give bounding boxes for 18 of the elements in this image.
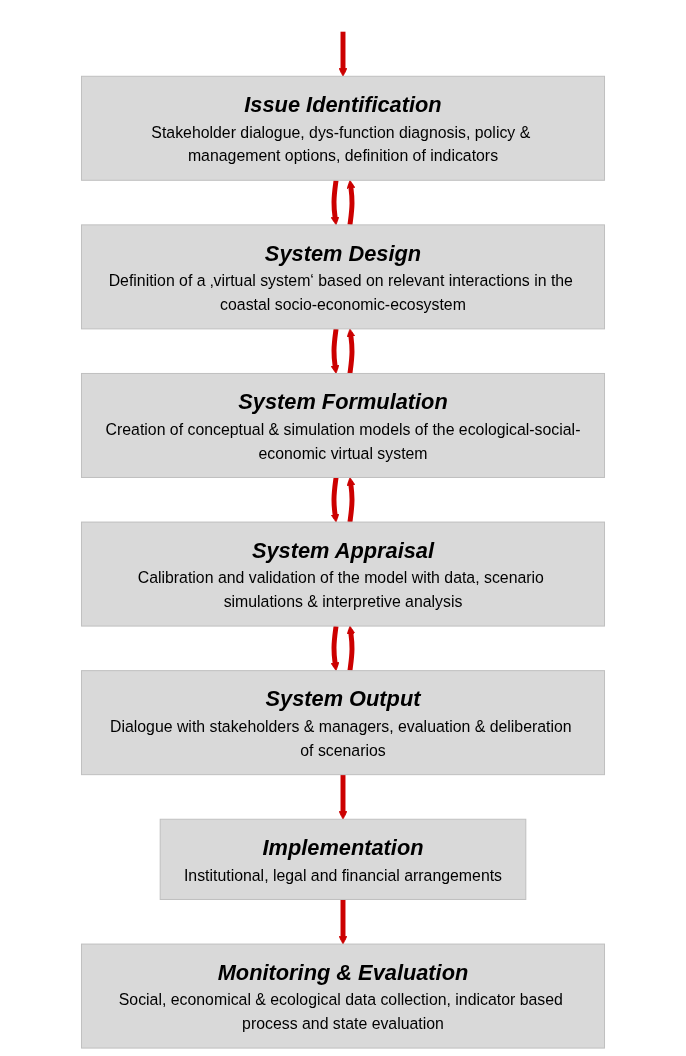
arrow (346, 625, 356, 671)
node-box: Implementation Institutional, legal and financial arrangements (159, 818, 527, 900)
arrow (330, 625, 340, 672)
node-box: Issue Identification Stakeholder dialogue, dys-function diagnosis, policy & management options, definition of indicators (81, 75, 605, 181)
arrow (338, 774, 348, 820)
node-box: System Design Definition of a ‚virtual system‘ based on relevant interactions in the coastal socio-economic-ecosystem (81, 224, 605, 330)
arrow (346, 179, 356, 226)
node-box: System Output Dialogue with stakeholders & managers, evaluation & deliberation of scenarios (81, 670, 605, 776)
arrow (330, 179, 340, 226)
arrow (330, 477, 340, 523)
arrow (346, 477, 356, 523)
node-box: System Formulation Creation of conceptual & simulation models of the ecological-social-economic virtual system (81, 372, 605, 478)
arrow (346, 328, 356, 374)
node-box: System Appraisal Calibration and validation of the model with data, scenario simulations & interpretive analysis (81, 521, 605, 627)
arrow (338, 31, 348, 77)
arrow (330, 328, 340, 374)
arrow (338, 899, 348, 945)
node-box: Monitoring & Evaluation Social, economical & ecological data collection, indicator based process and state evaluation (81, 943, 605, 1049)
